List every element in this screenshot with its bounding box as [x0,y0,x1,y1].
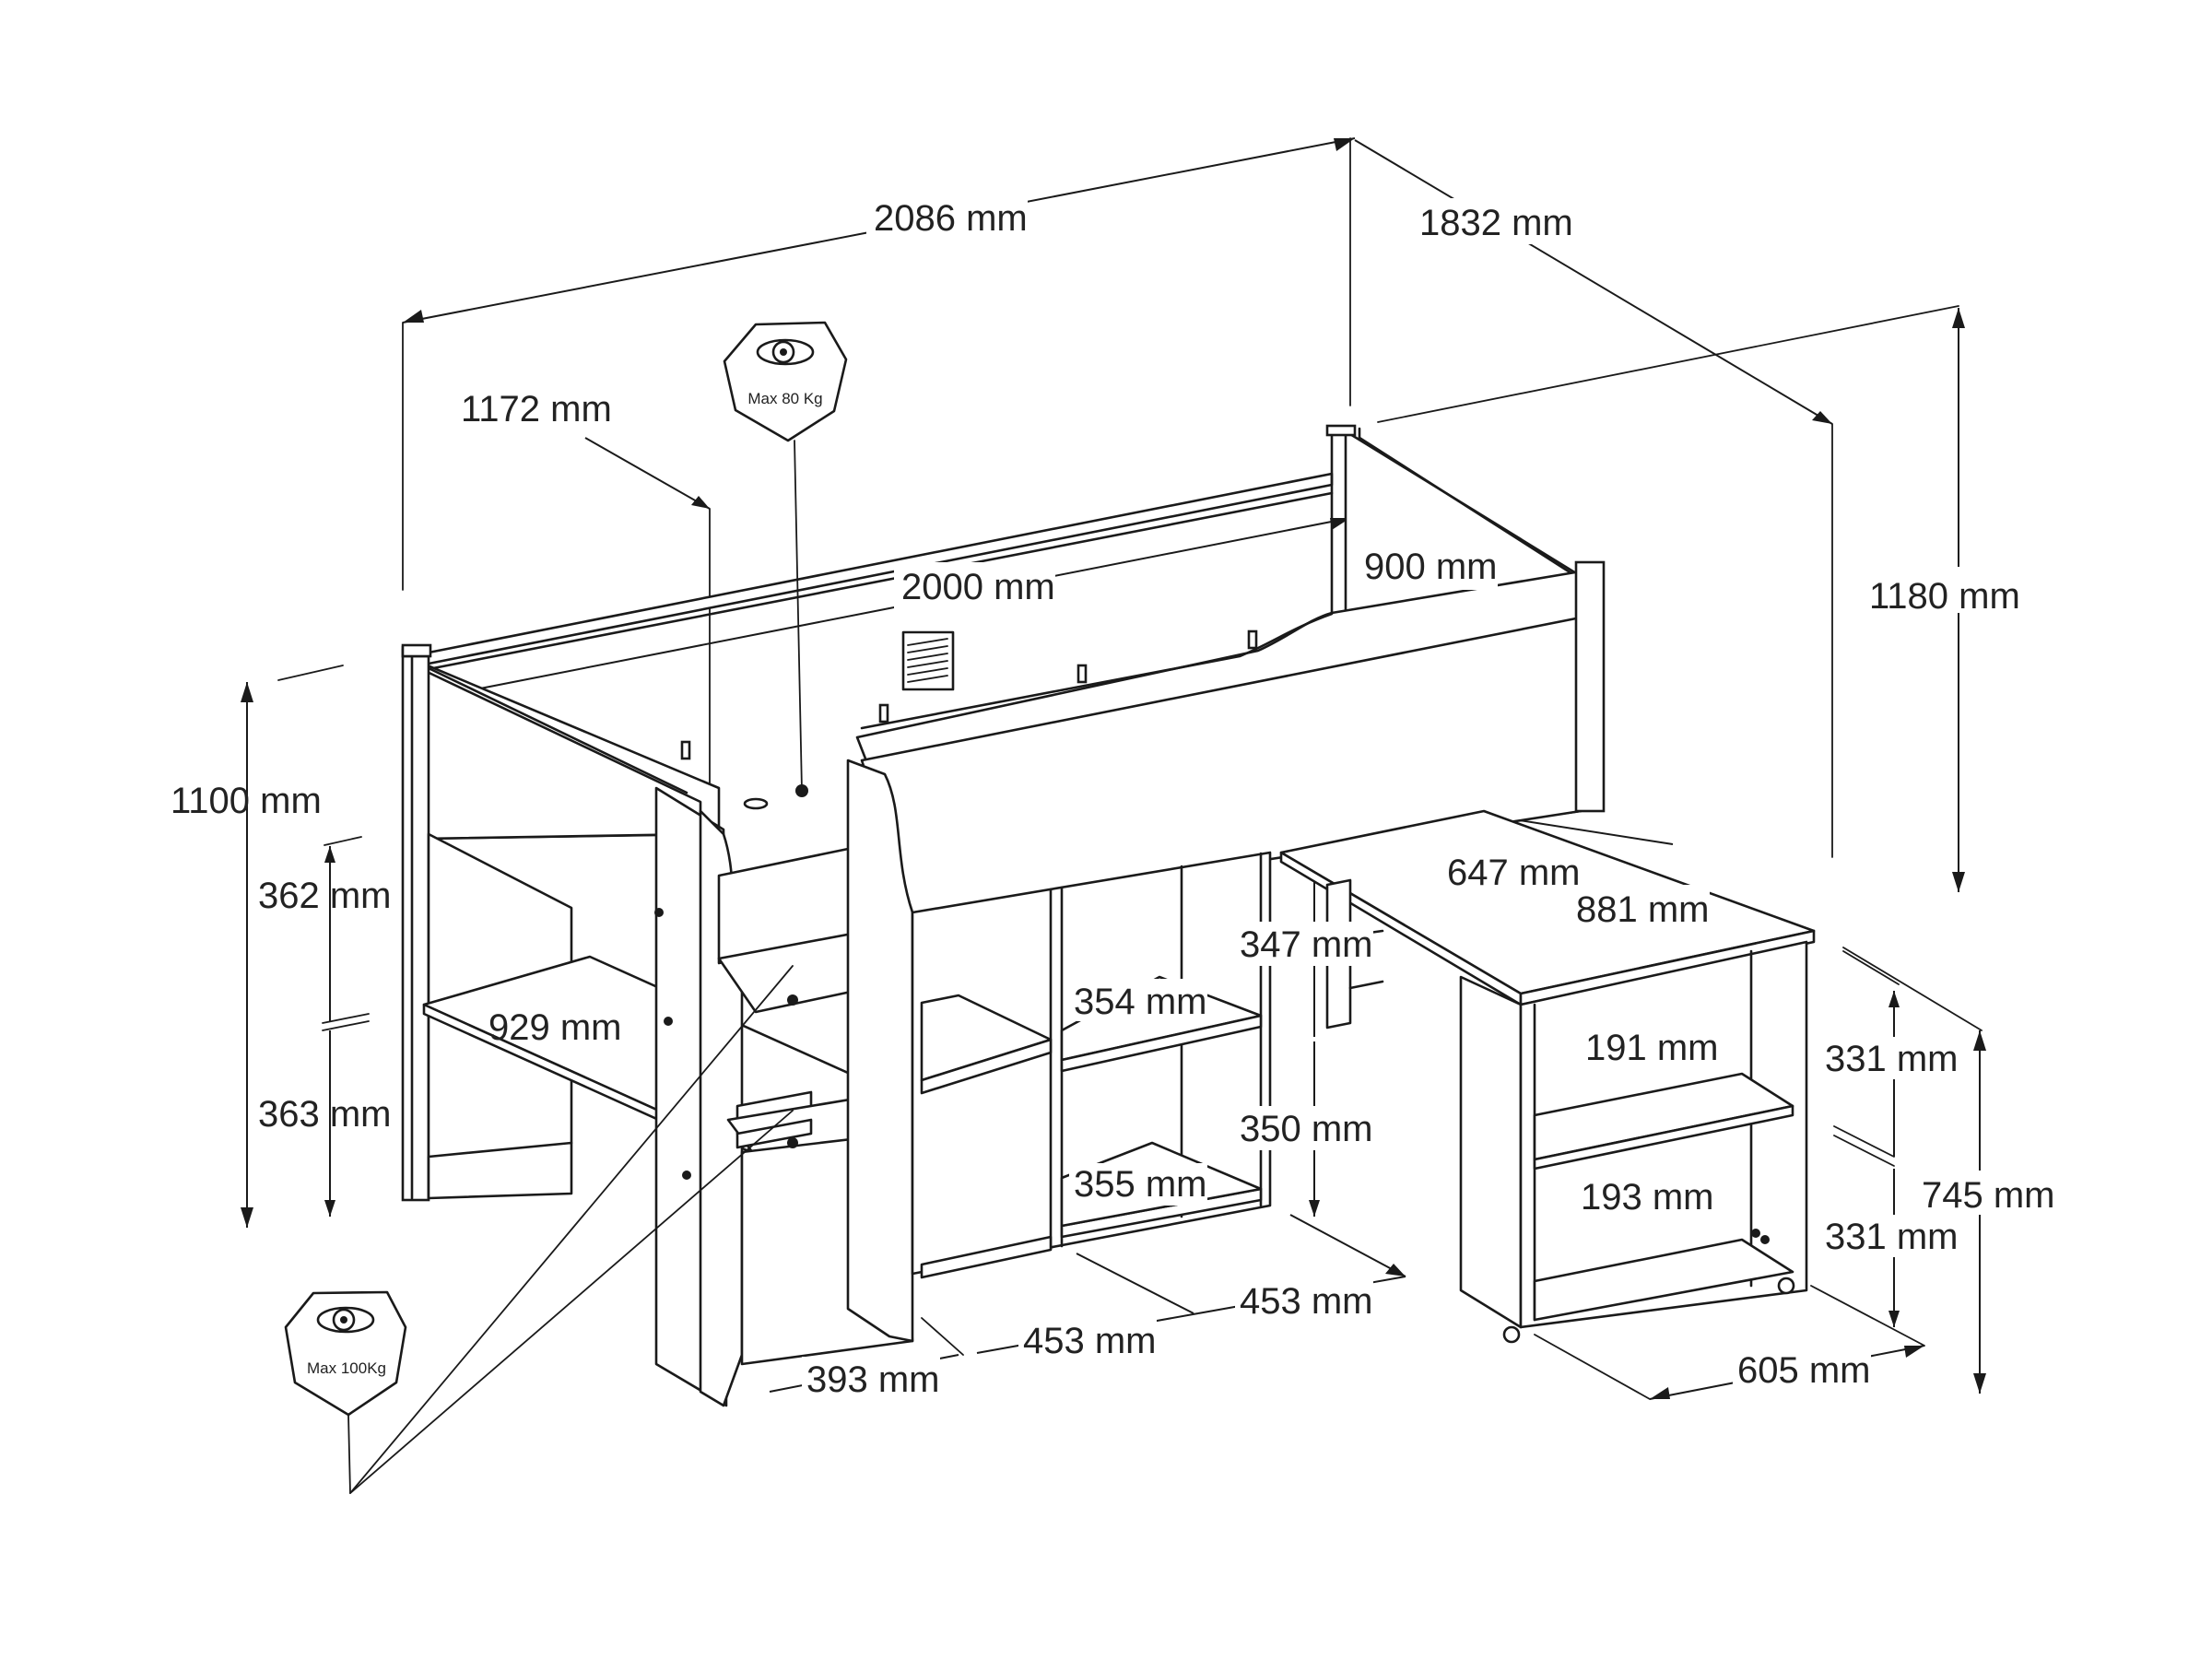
dim-desk-base-depth: 605 mm [1737,1350,1871,1391]
foot-post-left [401,648,430,1202]
dim-cube-upper: 354 mm [1074,982,1207,1022]
dim-desk-height: 745 mm [1922,1175,2055,1216]
bed-load-badge: Max 80 Kg [723,321,848,442]
desk-shelf-lower [1533,1238,1794,1322]
steps-load-label: Max 100Kg [307,1359,386,1377]
dim-overall-depth: 1832 mm [1419,203,1573,243]
load-leaders [347,440,808,1494]
dim-side-height: 1100 mm [171,781,322,821]
dim-cube-lower: 355 mm [1074,1164,1207,1205]
dim-desk-width: 881 mm [1576,889,1710,930]
cube-storage [911,851,1272,1279]
dim-cube-width-right: 453 mm [1240,1281,1373,1322]
dim-mattress-length: 2000 mm [901,567,1055,607]
dim-overall-length: 2086 mm [874,198,1028,239]
dim-desk-leg-height: 347 mm [1240,924,1373,965]
dim-cube-height: 350 mm [1240,1109,1373,1149]
head-post-right [1574,560,1606,813]
dim-shelf-lower: 193 mm [1581,1177,1714,1218]
dim-compartment-lower: 331 mm [1825,1217,1959,1257]
dim-mattress-width: 900 mm [1364,547,1498,587]
bed-load-label: Max 80 Kg [747,390,822,407]
desk-unit [1279,809,1816,1344]
dimension-labels: 2086 mm 1832 mm 1180 mm 1172 mm 2000 mm … [171,194,2055,1401]
dim-overall-height: 1180 mm [1869,576,2020,617]
dim-step-depth: 393 mm [806,1359,940,1400]
dim-shelf-length: 929 mm [488,1007,622,1048]
dim-desk-depth: 647 mm [1447,853,1581,893]
dim-shelf-upper: 191 mm [1585,1028,1719,1068]
dim-lower-gap-top: 362 mm [258,876,392,916]
desk-pedestal-side [1459,975,1523,1329]
dim-lower-gap-bottom: 363 mm [258,1094,392,1135]
dim-cube-width-left: 453 mm [1023,1321,1157,1361]
steps-unit [654,759,914,1407]
dim-compartment-upper: 331 mm [1825,1039,1959,1079]
dim-bed-depth: 1172 mm [461,389,612,429]
steps-load-badge: Max 100Kg [284,1290,407,1417]
back-rail-top [418,472,1334,667]
